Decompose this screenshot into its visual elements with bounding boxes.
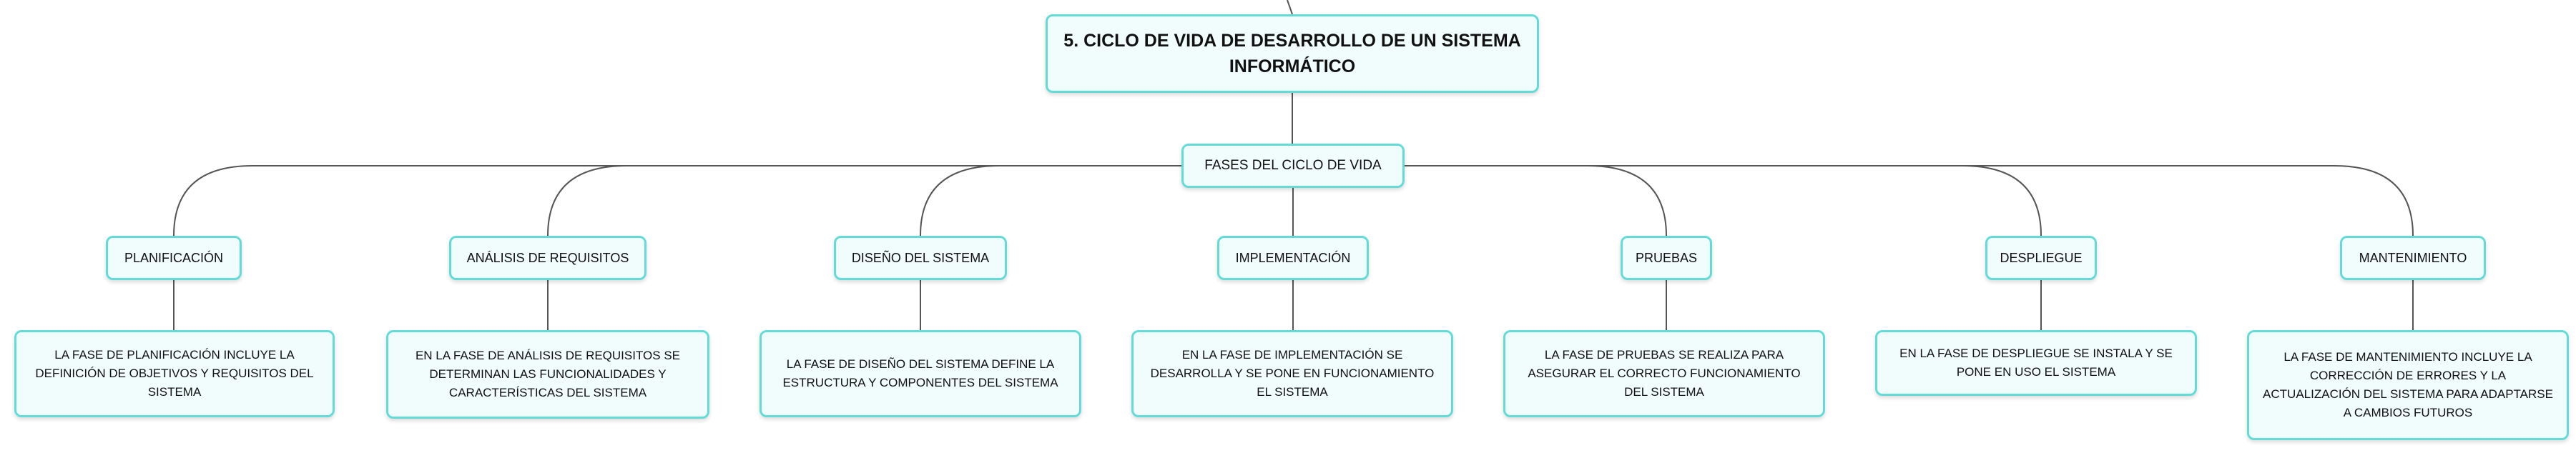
phase-node-pruebas[interactable]: PRUEBAS: [1621, 236, 1712, 280]
phase-label: MANTENIMIENTO: [2359, 250, 2467, 265]
phase-node-diseno[interactable]: DISEÑO DEL SISTEMA: [834, 236, 1007, 280]
description-node-diseno[interactable]: LA FASE DE DISEÑO DEL SISTEMA DEFINE LA …: [759, 330, 1081, 417]
phase-label: PLANIFICACIÓN: [124, 250, 224, 265]
phase-node-mantenimiento[interactable]: MANTENIMIENTO: [2340, 236, 2486, 280]
title-text: 5. CICLO DE VIDA DE DESARROLLO DE UN SIS…: [1063, 31, 1521, 76]
phase-label: ANÁLISIS DE REQUISITOS: [466, 250, 629, 265]
phase-node-planificacion[interactable]: PLANIFICACIÓN: [106, 236, 242, 280]
connector-center-despliegue: [1293, 165, 2042, 237]
description-node-mantenimiento[interactable]: LA FASE DE MANTENIMIENTO INCLUYE LA CORR…: [2247, 330, 2569, 440]
connector-center-mantenimiento: [1293, 165, 2414, 237]
description-node-planificacion[interactable]: LA FASE DE PLANIFICACIÓN INCLUYE LA DEFI…: [14, 330, 335, 417]
phase-label: PRUEBAS: [1635, 250, 1698, 265]
connector-center-planificacion: [173, 165, 1293, 237]
connector-incoming: [1287, 0, 1293, 15]
title-node[interactable]: 5. CICLO DE VIDA DE DESARROLLO DE UN SIS…: [1046, 14, 1539, 93]
phase-node-despliegue[interactable]: DESPLIEGUE: [1985, 236, 2097, 280]
connector-center-diseno: [920, 165, 1293, 237]
description-text: EN LA FASE DE DESPLIEGUE SE INSTALA Y SE…: [1899, 347, 2173, 379]
phase-node-implementacion[interactable]: IMPLEMENTACIÓN: [1217, 236, 1369, 280]
description-node-implementacion[interactable]: EN LA FASE DE IMPLEMENTACIÓN SE DESARROL…: [1131, 330, 1453, 417]
description-text: EN LA FASE DE IMPLEMENTACIÓN SE DESARROL…: [1150, 348, 1435, 399]
connector-center-analisis: [547, 165, 1293, 237]
description-text: LA FASE DE MANTENIMIENTO INCLUYE LA CORR…: [2263, 350, 2553, 419]
description-node-analisis[interactable]: EN LA FASE DE ANÁLISIS DE REQUISITOS SE …: [386, 330, 709, 419]
description-text: LA FASE DE DISEÑO DEL SISTEMA DEFINE LA …: [782, 357, 1058, 389]
phase-node-analisis[interactable]: ANÁLISIS DE REQUISITOS: [449, 236, 647, 280]
description-text: EN LA FASE DE ANÁLISIS DE REQUISITOS SE …: [415, 349, 681, 399]
description-node-pruebas[interactable]: LA FASE DE PRUEBAS SE REALIZA PARA ASEGU…: [1503, 330, 1825, 417]
phase-label: DESPLIEGUE: [2000, 250, 2083, 265]
center-text: FASES DEL CICLO DE VIDA: [1204, 158, 1382, 173]
phase-label: DISEÑO DEL SISTEMA: [851, 250, 990, 265]
phase-label: IMPLEMENTACIÓN: [1235, 250, 1351, 265]
description-node-despliegue[interactable]: EN LA FASE DE DESPLIEGUE SE INSTALA Y SE…: [1875, 330, 2197, 396]
center-node[interactable]: FASES DEL CICLO DE VIDA: [1181, 144, 1405, 188]
description-text: LA FASE DE PRUEBAS SE REALIZA PARA ASEGU…: [1528, 348, 1801, 399]
description-text: LA FASE DE PLANIFICACIÓN INCLUYE LA DEFI…: [35, 348, 314, 399]
